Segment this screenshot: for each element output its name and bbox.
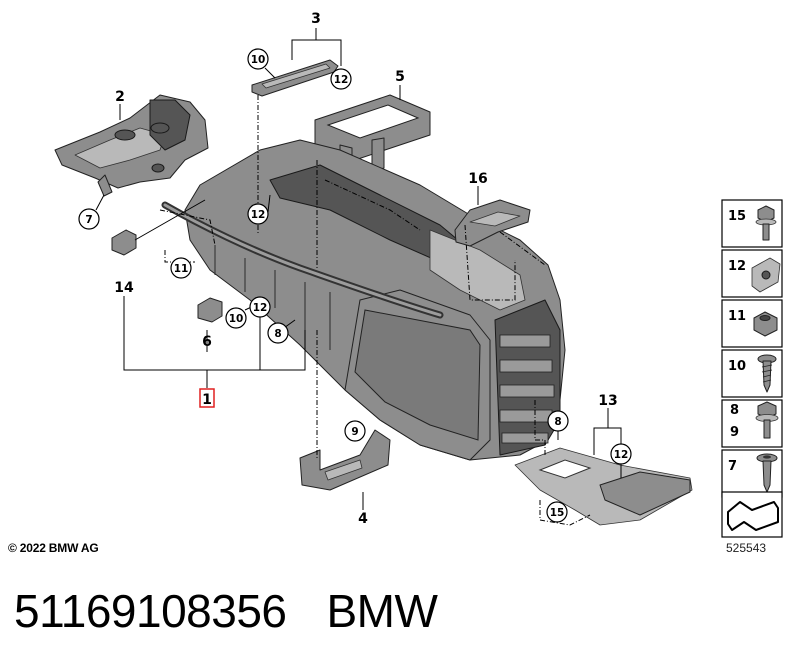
part-13-floor-bracket [514, 447, 693, 526]
callout-7: 7 [78, 208, 100, 230]
callout-10-top: 10 [247, 48, 269, 70]
svg-text:9: 9 [351, 426, 358, 438]
part-number-line: 51169108356 BMW [14, 584, 438, 638]
label-13: 13 [598, 393, 617, 409]
callout-10-low: 10 [225, 307, 247, 329]
callout-9: 9 [344, 420, 366, 442]
svg-text:10: 10 [229, 313, 244, 325]
svg-text:10: 10 [251, 54, 266, 66]
callout-12-right: 12 [610, 443, 632, 465]
part-3-mounting-strip [251, 59, 339, 97]
svg-text:8: 8 [730, 403, 739, 418]
torx-screw-icon [756, 453, 778, 493]
legend-item-12: 12 [721, 249, 783, 298]
label-14: 14 [114, 280, 134, 296]
label-6: 6 [202, 334, 212, 350]
hex-nut-icon [753, 311, 778, 337]
label-2: 2 [115, 89, 125, 105]
part-2-rear-bracket [54, 94, 209, 197]
legend-item-11: 11 [721, 299, 783, 348]
callout-15: 15 [546, 501, 568, 523]
callout-12-mid: 12 [247, 203, 269, 225]
svg-text:12: 12 [614, 449, 629, 461]
legend-item-10: 10 [721, 349, 783, 398]
svg-text:11: 11 [728, 309, 746, 324]
label-1: 1 [202, 392, 212, 408]
svg-text:10: 10 [728, 359, 746, 374]
legend-item-15: 15 [721, 199, 783, 248]
leader-lines [95, 28, 622, 510]
brand-name: BMW [326, 585, 438, 637]
svg-text:12: 12 [253, 302, 268, 314]
assembly-lines [159, 95, 591, 526]
svg-text:9: 9 [730, 425, 739, 440]
label-16: 16 [468, 171, 487, 187]
svg-text:7: 7 [85, 214, 92, 226]
svg-text:12: 12 [251, 209, 266, 221]
svg-text:8: 8 [554, 416, 561, 428]
circled-callouts: 10 12 7 12 11 12 10 8 [78, 48, 632, 523]
svg-text:12: 12 [334, 74, 349, 86]
legend-item-7: 7 [721, 449, 783, 498]
svg-text:8: 8 [274, 328, 281, 340]
svg-text:12: 12 [728, 259, 746, 274]
copyright-text: © 2022 BMW AG [8, 541, 99, 555]
callout-8-right: 8 [547, 410, 569, 432]
callouts: 3 5 2 16 14 6 4 13 1 [114, 11, 617, 527]
part-4-lower-bracket [299, 429, 391, 491]
svg-text:7: 7 [728, 459, 737, 474]
part-6-clip [197, 297, 223, 323]
collar-screw-icon [755, 205, 777, 241]
part-16-bracket [454, 199, 531, 247]
parts-diagram: 3 5 2 16 14 6 4 13 1 10 12 7 12 11 [54, 11, 783, 538]
label-3: 3 [311, 11, 321, 27]
svg-text:11: 11 [174, 263, 189, 275]
legend-footer [721, 491, 783, 538]
hex-flange-screw-icon [755, 401, 779, 439]
svg-text:15: 15 [550, 507, 565, 519]
part-number: 51169108356 [14, 585, 287, 637]
highlight-box [199, 388, 215, 408]
image-reference-number: 525543 [726, 541, 767, 555]
legend-item-8-9: 8 9 [721, 399, 783, 448]
svg-text:15: 15 [728, 209, 746, 224]
callout-12-low: 12 [249, 296, 271, 318]
label-5: 5 [395, 69, 405, 85]
bracket-symbol-icon [727, 501, 779, 531]
tapping-screw-icon [757, 354, 777, 393]
label-4: 4 [358, 511, 368, 527]
callout-8-left: 8 [267, 322, 289, 344]
part-14-clip [111, 229, 137, 256]
fastener-legend: 15 12 11 10 [721, 199, 783, 538]
callout-11: 11 [170, 257, 192, 279]
callout-12-top: 12 [330, 68, 352, 90]
clip-nut-icon [751, 257, 781, 293]
